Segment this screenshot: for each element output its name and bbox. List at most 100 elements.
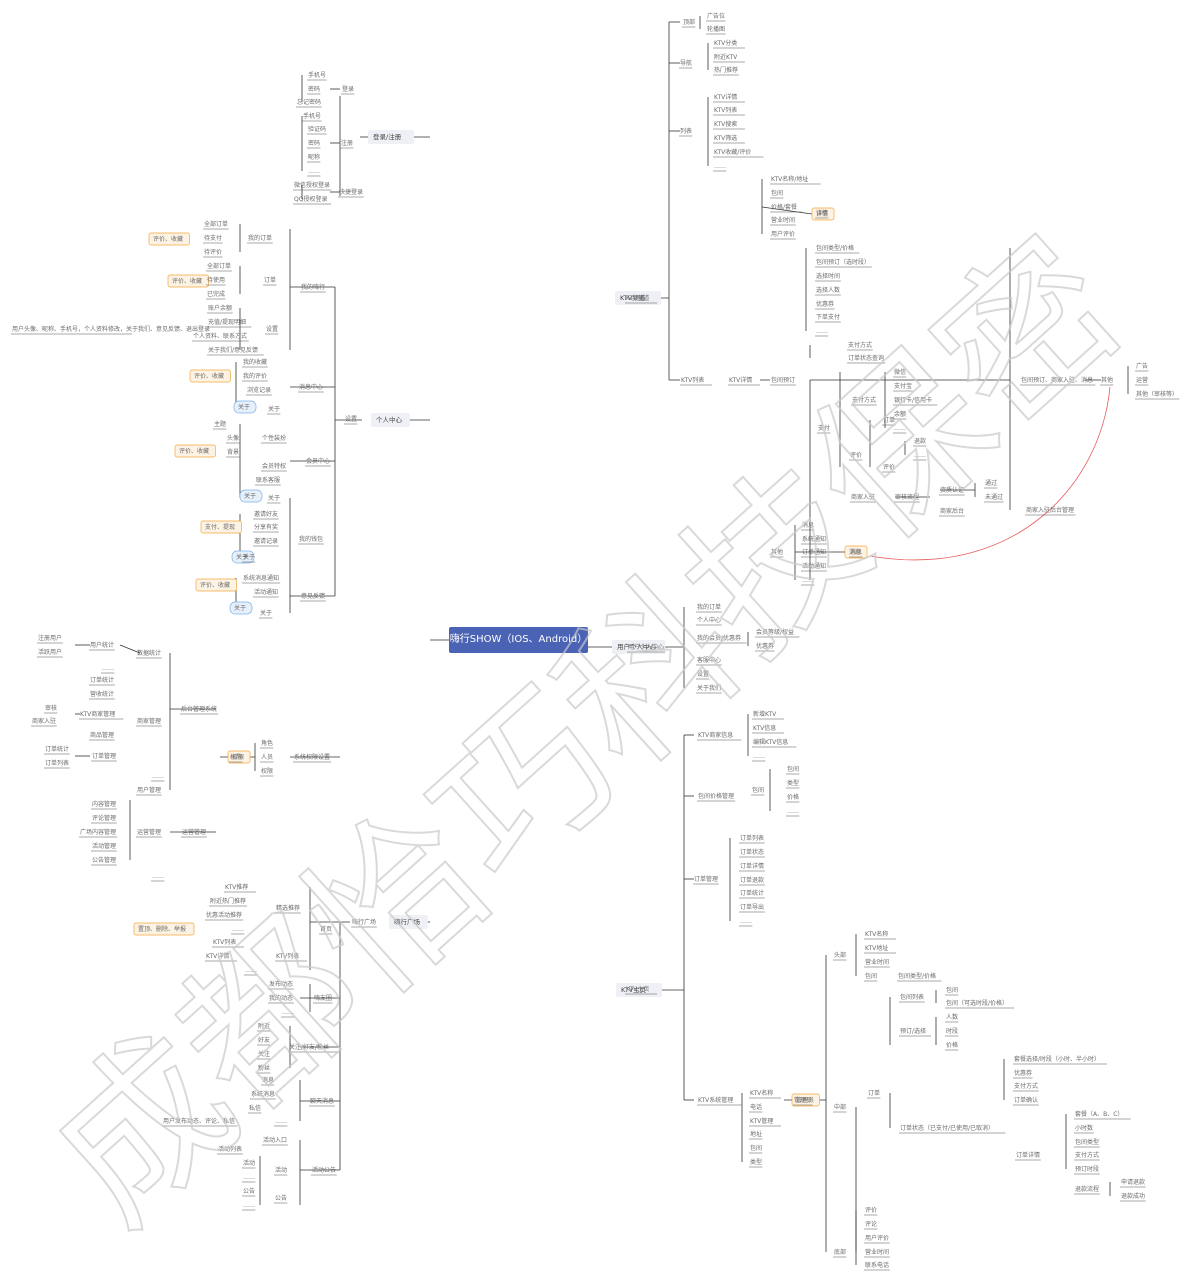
node-label[interactable]: KTV列表 bbox=[213, 938, 236, 946]
node-label[interactable]: …… bbox=[152, 773, 164, 780]
node-label[interactable]: KTV收藏/评价 bbox=[714, 148, 751, 156]
node-label[interactable]: 营业时间 bbox=[865, 958, 889, 966]
node-label[interactable]: 套餐选择/时段（小时、半小时） bbox=[1014, 1055, 1100, 1063]
node-label[interactable]: KTV名称/地址 bbox=[771, 175, 808, 183]
node-label[interactable]: 优惠券 bbox=[816, 300, 834, 308]
node-label[interactable]: 订单列表 bbox=[45, 759, 69, 767]
node-label[interactable]: 订单状态 bbox=[740, 848, 764, 856]
node-label[interactable]: 会员等级/权益 bbox=[756, 628, 794, 636]
node-label[interactable]: 活动列表 bbox=[218, 1145, 242, 1153]
node-label[interactable]: 未通过 bbox=[985, 493, 1003, 501]
node-label[interactable]: 评论管理 bbox=[92, 814, 116, 822]
node-label[interactable]: 昵称 bbox=[308, 153, 320, 161]
node-label[interactable]: KTV名称 bbox=[750, 1089, 773, 1097]
info-badge[interactable]: 关于 bbox=[229, 601, 253, 615]
node-label[interactable]: 系统权限设置 bbox=[294, 753, 330, 761]
node-label[interactable]: 轮播图 bbox=[707, 25, 725, 33]
node-label[interactable]: 管理员 bbox=[794, 1096, 812, 1104]
node-label[interactable]: 后台管理系统 bbox=[181, 705, 217, 713]
node-label[interactable]: 充值/提现明细 bbox=[208, 318, 246, 326]
node-label[interactable]: 时段 bbox=[946, 1027, 958, 1035]
node-label[interactable]: 下单支付 bbox=[816, 313, 840, 321]
root-node[interactable]: 嗨行SHOW（IOS、Android） bbox=[449, 627, 588, 653]
node-label[interactable]: 包间价格管理 bbox=[698, 792, 734, 800]
node-label[interactable]: 用户头像、昵称、手机号，个人资料修改，关于我们、意见反馈、退出登录 bbox=[12, 325, 210, 333]
node-label[interactable]: KTV地址 bbox=[865, 944, 888, 952]
node-label[interactable]: 广告 bbox=[1136, 362, 1148, 370]
node-label[interactable]: 包间 bbox=[771, 189, 783, 197]
node-label[interactable]: 设置 bbox=[697, 670, 709, 678]
node-label[interactable]: KTV系统管理 bbox=[698, 1096, 733, 1104]
node-label[interactable]: 系统消息通知 bbox=[243, 574, 279, 582]
node-label[interactable]: 订单导出 bbox=[740, 903, 764, 911]
node-label[interactable]: 浏览记录 bbox=[247, 386, 271, 394]
node-label[interactable]: 精选推荐 bbox=[276, 904, 300, 912]
node-label[interactable]: …… bbox=[243, 1202, 255, 1209]
node-label[interactable]: KTV主页 bbox=[626, 985, 649, 993]
node-label[interactable]: 活动 bbox=[243, 1159, 255, 1167]
node-label[interactable]: 全部订单 bbox=[204, 220, 228, 228]
node-label[interactable]: 运营管理 bbox=[137, 828, 161, 836]
node-label[interactable]: …… bbox=[787, 808, 799, 815]
node-label[interactable]: 支付方式 bbox=[1075, 1151, 1099, 1159]
node-label[interactable]: KTV频道 bbox=[626, 294, 649, 302]
node-label[interactable]: 消息 bbox=[262, 1076, 274, 1084]
node-label[interactable]: 中部 bbox=[834, 1103, 846, 1111]
node-label[interactable]: 详情 bbox=[816, 209, 828, 217]
node-label[interactable]: 优惠活动推荐 bbox=[206, 911, 242, 919]
node-label[interactable]: 我的订单 bbox=[697, 603, 721, 611]
node-label[interactable]: 附近 bbox=[258, 1022, 270, 1030]
node-label[interactable]: 其他 bbox=[1101, 376, 1113, 384]
node-label[interactable]: 包间 bbox=[946, 986, 958, 994]
node-label[interactable]: …… bbox=[152, 873, 164, 880]
node-label[interactable]: 价格 bbox=[787, 793, 799, 801]
node-label[interactable]: 包间预订 bbox=[771, 376, 795, 384]
node-label[interactable]: 运营管理 bbox=[182, 828, 206, 836]
branch-node[interactable]: KTV主页 bbox=[616, 983, 662, 997]
node-label[interactable]: 营收统计 bbox=[90, 690, 114, 698]
node-label[interactable]: 退款 bbox=[914, 437, 926, 445]
node-label[interactable]: …… bbox=[802, 577, 814, 584]
info-badge[interactable]: 关于 bbox=[231, 550, 255, 564]
node-label[interactable]: 通过 bbox=[985, 479, 997, 487]
node-label[interactable]: 营业时间 bbox=[865, 1248, 889, 1256]
node-label[interactable]: 待使用 bbox=[207, 276, 225, 284]
node-label[interactable]: 权限 bbox=[230, 753, 242, 761]
branch-node[interactable]: 用户个人中心 bbox=[612, 640, 666, 654]
node-label[interactable]: 新增KTV bbox=[753, 710, 777, 718]
tag-badge[interactable]: 评价、收藏 bbox=[195, 578, 237, 592]
node-label[interactable]: 订单详情 bbox=[740, 862, 764, 870]
node-label[interactable]: 支付 bbox=[818, 424, 830, 432]
node-label[interactable]: 分享有奖 bbox=[254, 523, 278, 531]
node-label[interactable]: 设置 bbox=[345, 415, 357, 423]
node-label[interactable]: 人员 bbox=[261, 754, 273, 761]
node-label[interactable]: 包间预订、商家入驻、消息 bbox=[1021, 376, 1093, 384]
node-label[interactable]: 价格/套餐 bbox=[771, 203, 797, 211]
node-label[interactable]: 消息 bbox=[802, 521, 814, 529]
node-label[interactable]: 活动公告 bbox=[312, 1166, 336, 1174]
node-label[interactable]: 会员特权 bbox=[262, 462, 286, 470]
node-label[interactable]: 忘记密码 bbox=[297, 98, 321, 106]
tag-badge[interactable]: 置顶、删除、举报 bbox=[133, 922, 195, 936]
node-label[interactable]: 订单 bbox=[264, 276, 276, 284]
node-label[interactable]: …… bbox=[714, 163, 726, 170]
node-label[interactable]: 公告管理 bbox=[92, 856, 116, 864]
node-label[interactable]: 消息 bbox=[850, 548, 862, 556]
node-label[interactable]: KTV列表 bbox=[714, 106, 737, 114]
tag-badge[interactable]: 评价、收藏 bbox=[148, 232, 190, 246]
node-label[interactable]: 我的会员/优惠券 bbox=[697, 634, 741, 642]
tag-badge[interactable]: 评价、收藏 bbox=[167, 274, 209, 288]
node-label[interactable]: KTV详情 bbox=[206, 952, 229, 960]
node-label[interactable]: …… bbox=[894, 425, 906, 432]
node-label[interactable]: 微信授权登录 bbox=[294, 181, 330, 189]
node-label[interactable]: 订单管理 bbox=[92, 752, 116, 760]
node-label[interactable]: 选择时间 bbox=[816, 272, 840, 280]
node-label[interactable]: 包间列表 bbox=[900, 993, 924, 1001]
node-label[interactable]: 营业时间 bbox=[771, 216, 795, 224]
node-label[interactable]: 我的评价 bbox=[243, 372, 267, 380]
node-label[interactable]: 系统消息 bbox=[251, 1090, 275, 1098]
node-label[interactable]: 待评价 bbox=[204, 248, 222, 256]
node-label[interactable]: 订单状态（已支付/已使用/已取消） bbox=[900, 1124, 994, 1132]
node-label[interactable]: 我的收藏 bbox=[243, 358, 267, 366]
branch-node[interactable]: 个人中心 bbox=[371, 413, 410, 427]
